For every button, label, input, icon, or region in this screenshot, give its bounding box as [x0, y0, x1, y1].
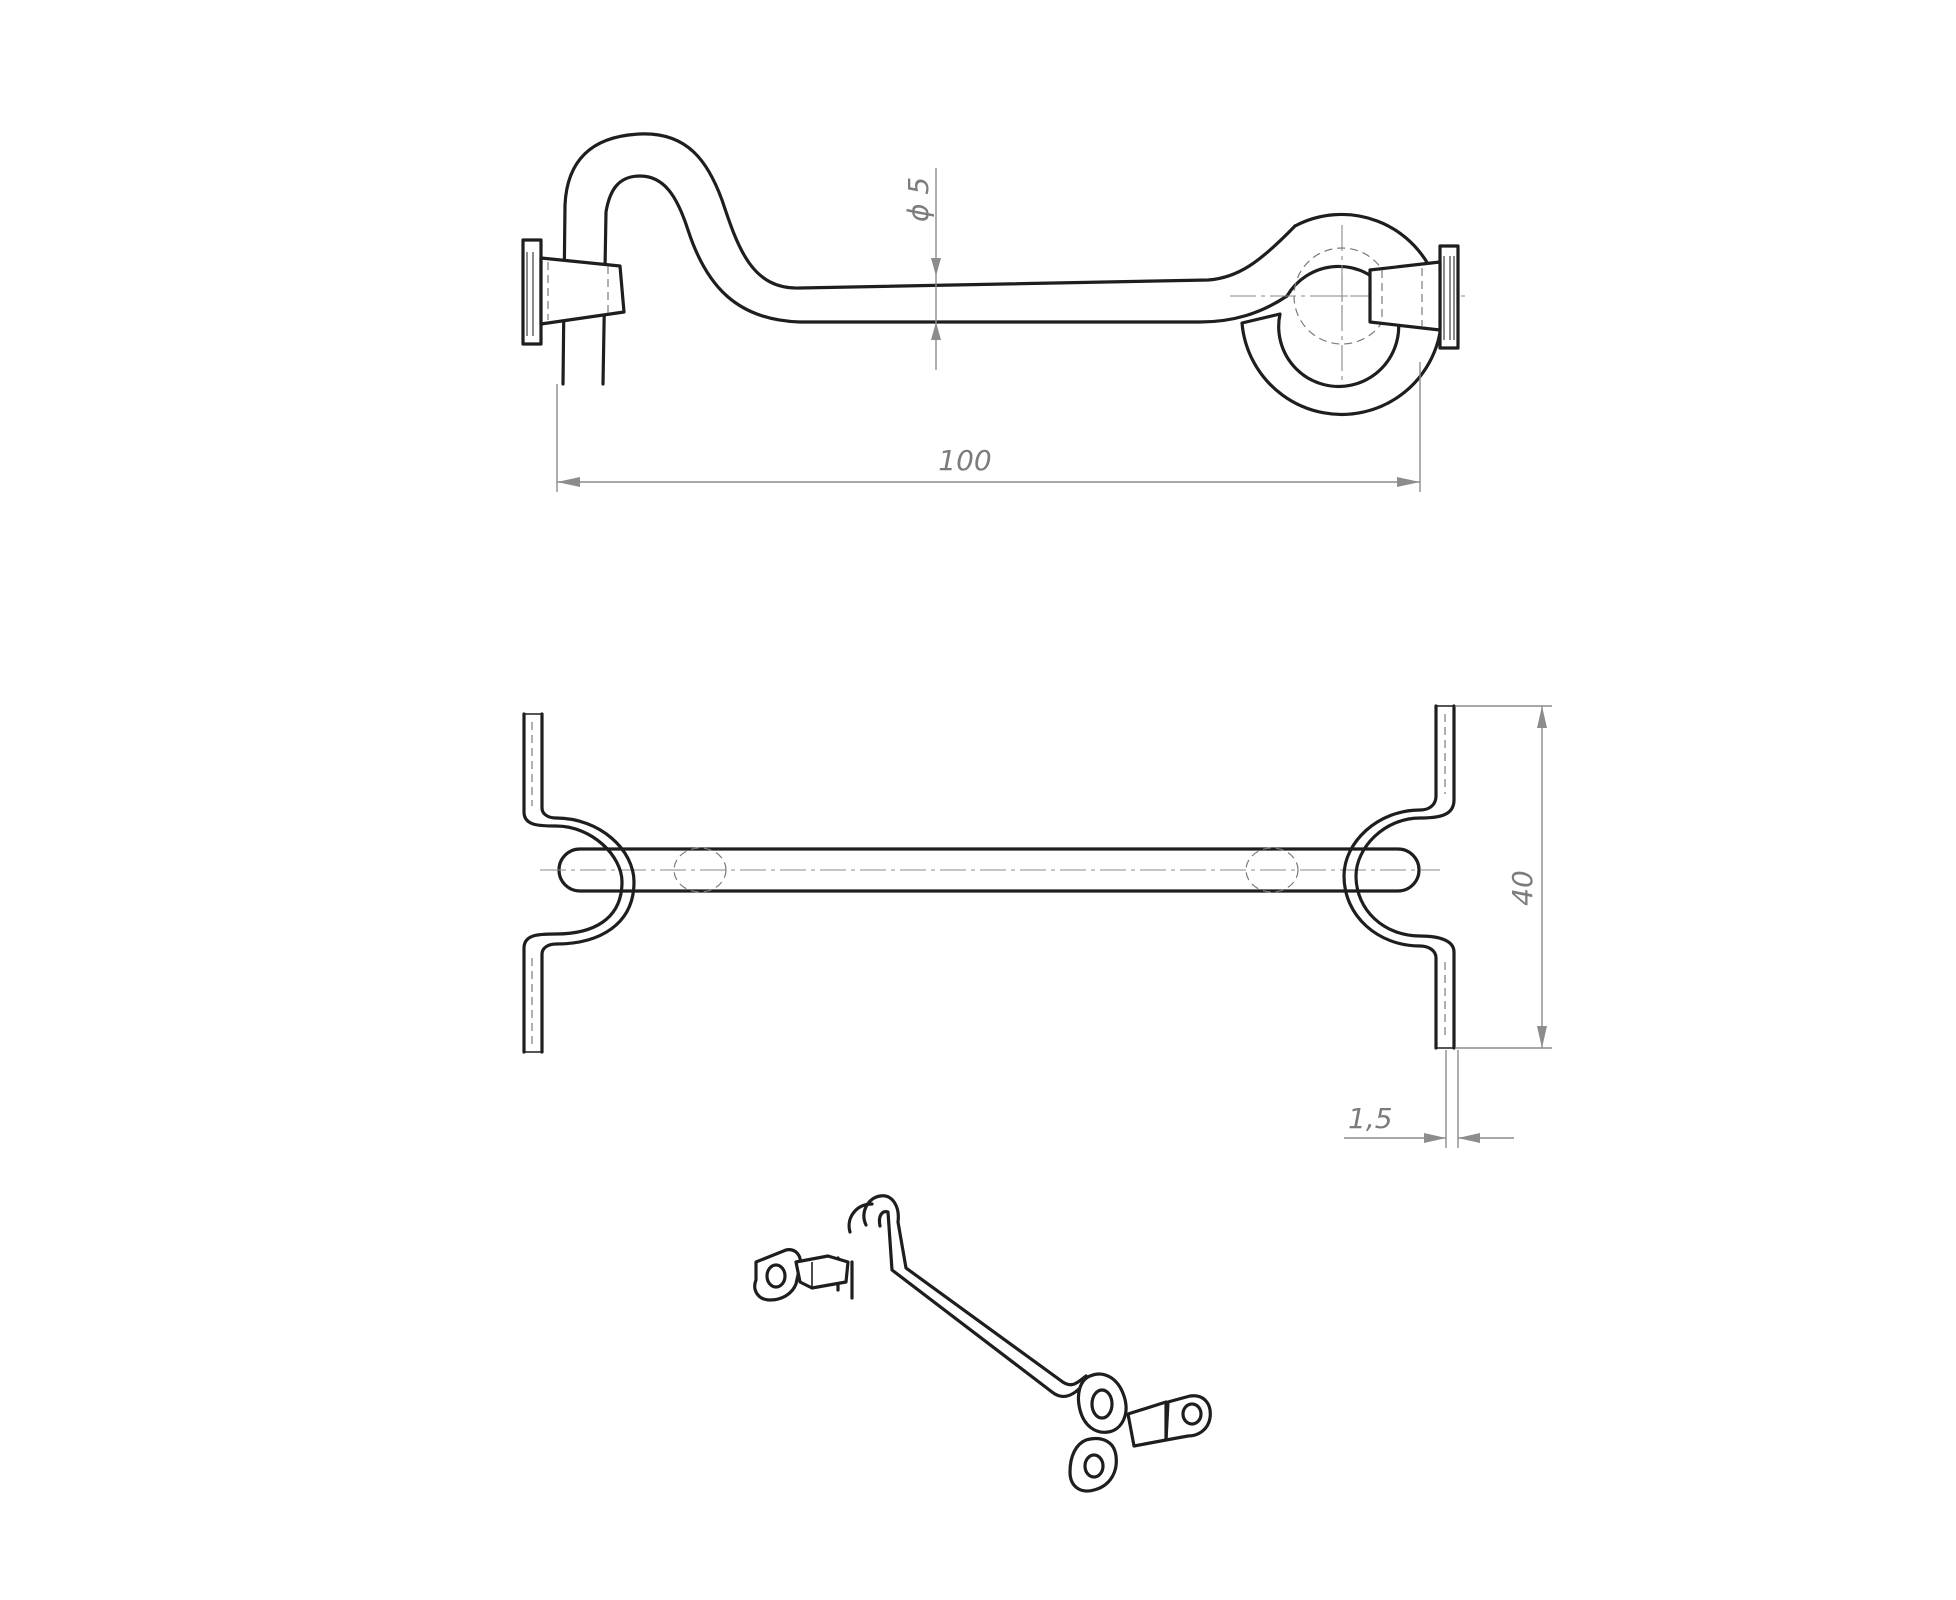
left-staple — [521, 238, 626, 346]
thickness-label: 1,5 — [1348, 1102, 1393, 1135]
iso-rod-outer — [862, 1194, 1088, 1387]
length-dimension: 100 — [556, 362, 1421, 492]
length-label: 100 — [938, 444, 991, 477]
right-plate-top — [1342, 704, 1456, 1050]
diameter-label: ϕ 5 — [902, 177, 935, 222]
diameter-dimension: ϕ 5 — [902, 168, 941, 370]
iso-right-clamp — [1126, 1400, 1168, 1448]
left-staple-body — [539, 256, 626, 326]
height-label: 40 — [1506, 870, 1539, 906]
iso-left-clamp — [794, 1254, 850, 1290]
hook-rod-outer — [561, 132, 1297, 386]
hook-rod-inner — [601, 174, 1289, 386]
left-flange — [521, 238, 543, 346]
front-view: ϕ 5 100 — [521, 132, 1465, 492]
isometric-view — [753, 1194, 1212, 1493]
thickness-dimension: 1,5 — [1344, 1050, 1514, 1148]
height-dimension: 40 — [1456, 705, 1552, 1049]
top-view: 40 1,5 — [522, 704, 1552, 1148]
left-plate-top — [522, 712, 636, 1054]
right-staple — [1368, 244, 1460, 350]
iso-rod-inner — [877, 1210, 1082, 1398]
right-flange — [1438, 244, 1460, 350]
right-staple-body — [1368, 260, 1442, 332]
